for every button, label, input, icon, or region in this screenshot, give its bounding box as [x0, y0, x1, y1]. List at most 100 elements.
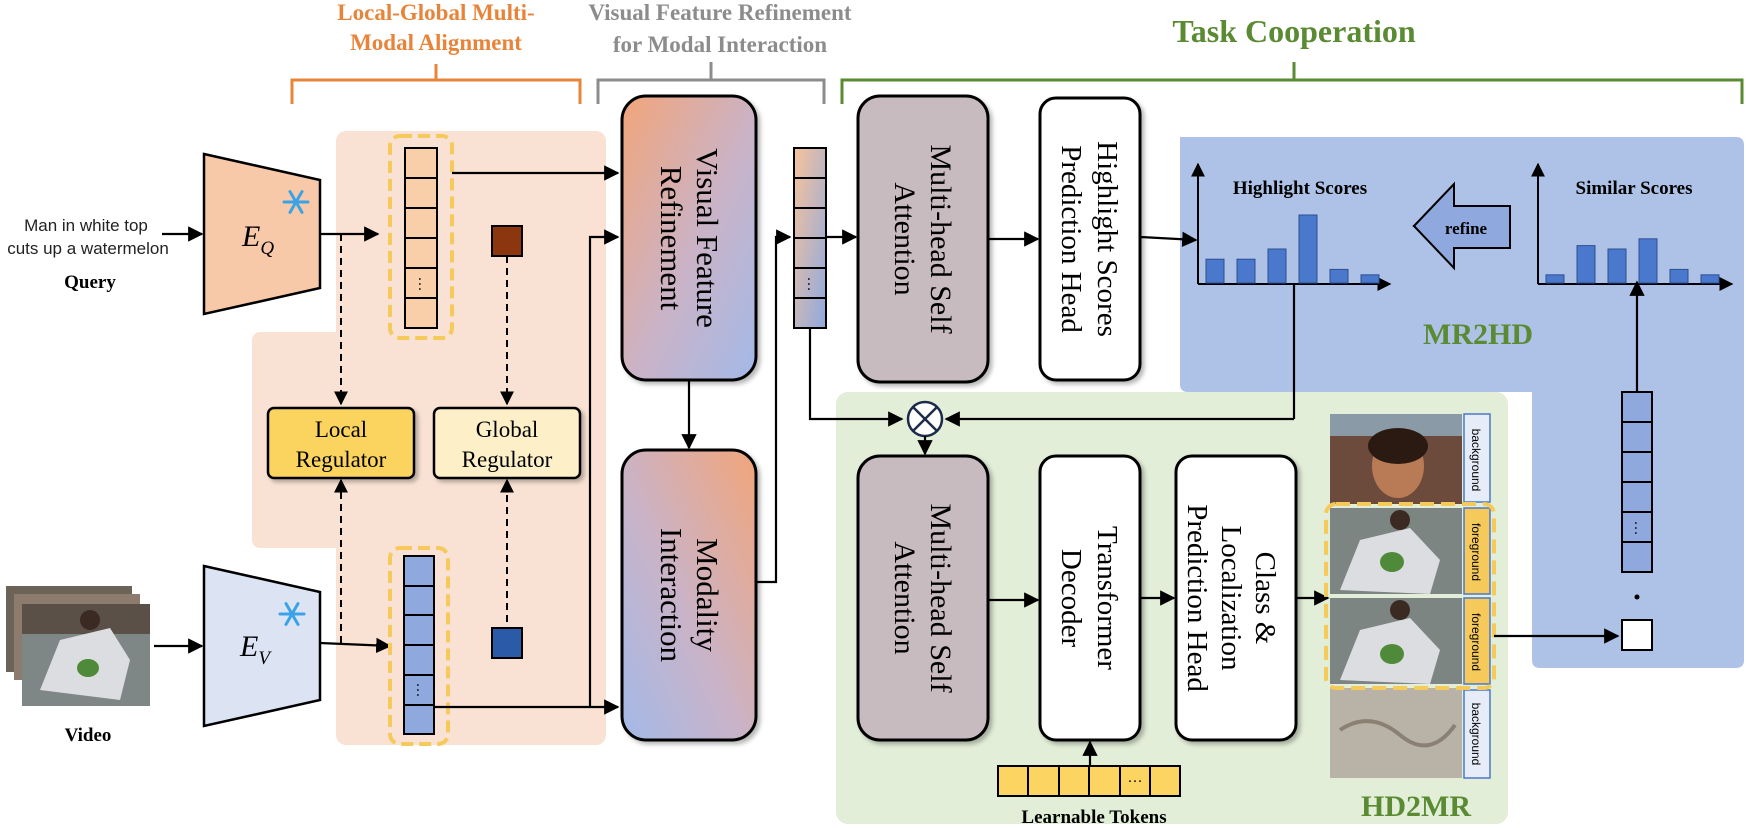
- head-to-scores-arrow: [1139, 231, 1198, 247]
- video-label: Video: [65, 725, 112, 746]
- feature-to-multiply-arrow: [808, 328, 904, 427]
- frame-label-2: foreground: [1469, 523, 1483, 581]
- global-video-token: [491, 627, 523, 659]
- svg-text:Multi-head Self: Multi-head Self: [924, 503, 957, 692]
- modality-interaction-block: [620, 448, 758, 742]
- class-localization-head-label: Class & Localization Prediction Head: [1181, 504, 1281, 692]
- transformer-decoder-label: Transformer Decoder: [1055, 526, 1123, 670]
- svg-text:···: ···: [1627, 521, 1643, 536]
- highlight-bars: [1205, 214, 1380, 284]
- svg-text:Class &: Class &: [1249, 552, 1281, 645]
- video-to-refinement-arrow: [588, 229, 620, 707]
- similar-bar-1: [1545, 274, 1565, 284]
- ev-to-feature-arrow: [319, 637, 392, 654]
- svg-text:Highlight Scores: Highlight Scores: [1091, 141, 1123, 337]
- similar-bar-2: [1576, 245, 1596, 284]
- highlight-bar-2: [1236, 258, 1256, 284]
- frame-label-1: background: [1469, 429, 1483, 492]
- similar-bar-3: [1607, 248, 1627, 284]
- svg-text:Modality: Modality: [690, 538, 725, 652]
- svg-text:Attention: Attention: [888, 182, 921, 295]
- hd2mr-label: HD2MR: [1361, 790, 1471, 823]
- foreground-highlight-box: [1324, 502, 1496, 690]
- highlight-bar-5: [1329, 268, 1349, 284]
- similar-chart-title: Similar Scores: [1576, 178, 1693, 199]
- mr2hd-region: [1180, 137, 1744, 668]
- global-query-token: [491, 225, 523, 257]
- svg-text:Localization: Localization: [1215, 526, 1247, 671]
- video-encoder-label: EV: [239, 630, 272, 669]
- learnable-tokens-label: Learnable Tokens: [1021, 807, 1166, 828]
- alignment-title-2: Modal Alignment: [350, 30, 522, 55]
- highlight-head-label: Highlight Scores Prediction Head: [1055, 141, 1123, 337]
- refine-arrow: [1412, 181, 1511, 271]
- svg-text:Transformer: Transformer: [1091, 526, 1123, 670]
- global-regulator: [432, 406, 582, 480]
- refinement-brace: [596, 62, 826, 104]
- highlight-scores-chart: Highlight Scores: [1191, 162, 1392, 291]
- query-text-2: cuts up a watermelon: [7, 239, 169, 258]
- transformer-decoder-block: [1038, 454, 1142, 742]
- svg-text:Refinement: Refinement: [654, 166, 689, 311]
- video-feature-stack: ···: [388, 546, 450, 746]
- similar-bar-4: [1638, 238, 1658, 284]
- svg-text:Prediction Head: Prediction Head: [1055, 145, 1087, 333]
- frozen-snowflake-icon: [282, 190, 310, 214]
- highlight-bar-3: [1267, 248, 1287, 284]
- highlight-bar-6: [1360, 274, 1380, 284]
- mr2hd-label: MR2HD: [1423, 318, 1533, 351]
- query-encoder: [202, 152, 322, 316]
- svg-text:···: ···: [800, 277, 816, 292]
- svg-text:Decoder: Decoder: [1055, 549, 1087, 648]
- learnable-tokens: ···: [997, 765, 1181, 797]
- svg-text:···: ···: [1128, 774, 1143, 790]
- alignment-title-1: Local-Global Multi-: [337, 0, 534, 25]
- svg-text:Visual Feature: Visual Feature: [690, 148, 725, 328]
- mhsa-bottom-block: [856, 454, 990, 742]
- query-text-1: Man in white top: [24, 216, 148, 235]
- local-regulator: [266, 406, 416, 480]
- similar-bar-5: [1669, 268, 1689, 284]
- frame-label-4: background: [1469, 703, 1483, 766]
- modality-interaction-label: Modality Interaction: [654, 528, 725, 663]
- mhsa-top-label: Multi-head Self Attention: [888, 144, 957, 333]
- similar-bars: [1545, 238, 1720, 284]
- frame-label-3: foreground: [1469, 613, 1483, 671]
- visual-refinement-label: Visual Feature Refinement: [654, 148, 725, 328]
- svg-text:Prediction Head: Prediction Head: [1181, 504, 1213, 692]
- highlight-head-block: [1038, 96, 1142, 382]
- refinement-title-2: for Modal Interaction: [613, 32, 827, 57]
- svg-text:Interaction: Interaction: [654, 528, 689, 663]
- svg-text:···: ···: [409, 683, 425, 698]
- query-label: Query: [64, 272, 116, 293]
- query-feature-stack: ···: [388, 134, 454, 340]
- refine-label: refine: [1445, 219, 1488, 238]
- highlight-bar-4: [1298, 214, 1318, 284]
- mhsa-bottom-label: Multi-head Self Attention: [888, 503, 957, 692]
- fused-feature-stack: ···: [793, 147, 827, 329]
- frame-1: background: [1330, 413, 1491, 504]
- multiply-icon: [906, 400, 944, 438]
- svg-text:Multi-head Self: Multi-head Self: [924, 144, 957, 333]
- query-encoder-label: EQ: [241, 220, 274, 259]
- interaction-to-feature-arrow: [756, 229, 792, 584]
- global-regulator-label-2: Regulator: [462, 447, 553, 472]
- cooperation-brace: [840, 62, 1744, 104]
- mhsa-top-block: [856, 94, 990, 384]
- frame-2: foreground: [1330, 507, 1491, 595]
- local-regulator-label-2: Regulator: [296, 447, 387, 472]
- svg-text:Attention: Attention: [888, 541, 921, 654]
- frame-4: background: [1330, 688, 1491, 779]
- global-regulator-label-1: Global: [476, 417, 539, 442]
- highlight-bar-1: [1205, 258, 1225, 284]
- similar-feature-stack: ···: [1621, 391, 1653, 600]
- video-thumbnail: [6, 586, 150, 706]
- pooled-token: [1621, 619, 1653, 651]
- video-encoder: [202, 564, 322, 728]
- svg-text:···: ···: [411, 277, 427, 292]
- frozen-snowflake-icon: [278, 602, 306, 626]
- similar-bar-6: [1700, 274, 1720, 284]
- refinement-title-1: Visual Feature Refinement: [588, 0, 852, 25]
